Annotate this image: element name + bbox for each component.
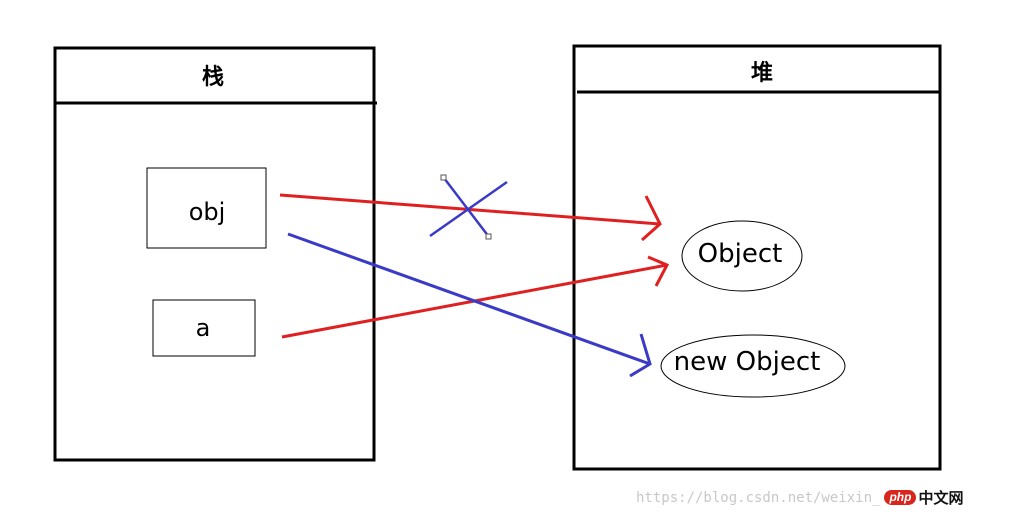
variable-obj-label: obj bbox=[189, 198, 226, 226]
selection-handle bbox=[440, 174, 447, 181]
arrow-a-to-object-head bbox=[647, 255, 670, 287]
watermark-url: https://blog.csdn.net/weixin_ bbox=[636, 489, 881, 506]
heap-title: 堆 bbox=[751, 61, 773, 86]
reference-arrows bbox=[279, 193, 670, 378]
variable-box-obj bbox=[146, 167, 267, 249]
variable-a-label: a bbox=[196, 314, 211, 342]
arrow-obj-to-new-object-head bbox=[629, 333, 652, 378]
heap-new-object-label: new Object bbox=[674, 347, 821, 377]
php-logo-text: 中文网 bbox=[918, 490, 964, 507]
heap-panel: 堆 Object new Object bbox=[572, 44, 942, 471]
watermark: https://blog.csdn.net/weixin_ php 中文网 bbox=[636, 487, 963, 508]
cross-out-mark bbox=[429, 174, 508, 240]
php-logo-badge: php bbox=[884, 490, 917, 505]
selection-handle bbox=[485, 233, 492, 240]
arrow-obj-to-object-head bbox=[641, 195, 662, 242]
heap-object-ellipse bbox=[681, 220, 803, 292]
arrow-obj-to-new-object bbox=[287, 232, 651, 366]
variable-box-a bbox=[152, 299, 256, 357]
stack-box bbox=[53, 46, 376, 462]
stack-panel: 栈 obj a bbox=[53, 46, 377, 462]
heap-box bbox=[572, 44, 942, 471]
arrow-obj-to-object bbox=[279, 193, 661, 226]
php-logo: php 中文网 bbox=[884, 487, 963, 508]
stack-title: 栈 bbox=[202, 65, 224, 90]
heap-object-label: Object bbox=[698, 239, 783, 269]
heap-new-object-ellipse bbox=[660, 334, 846, 398]
